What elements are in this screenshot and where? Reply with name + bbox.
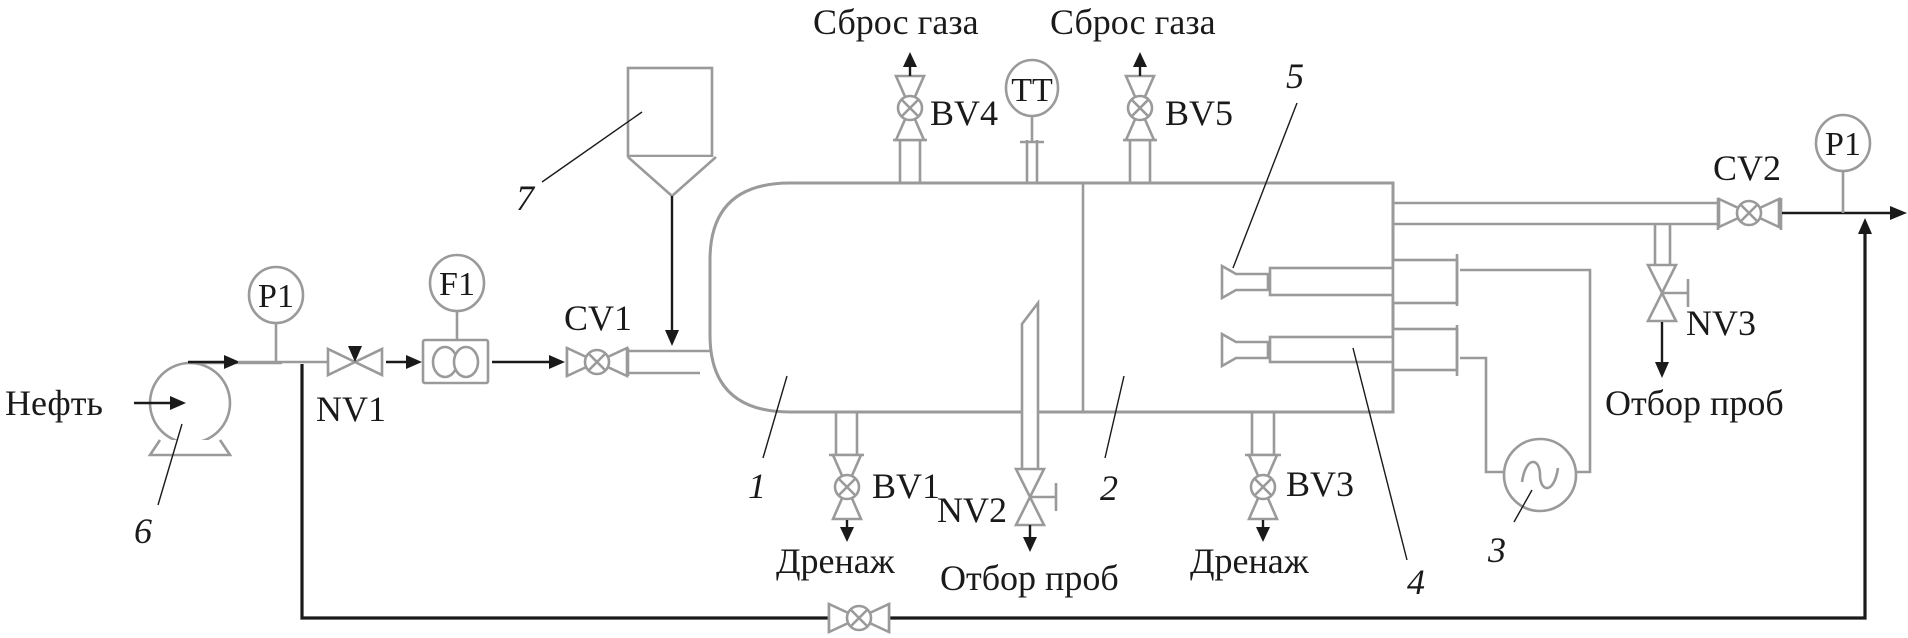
feed-label: Нефть	[5, 383, 103, 423]
valve-bypass[interactable]	[827, 602, 891, 634]
callout-3: 3	[1487, 530, 1506, 570]
sampling-label-2: Отбор проб	[1605, 383, 1784, 423]
outlet-flow-arrow	[1782, 206, 1907, 220]
bv4-label: BV4	[930, 93, 998, 133]
valve-cv2[interactable]	[1716, 197, 1783, 230]
leader-5	[1232, 102, 1298, 269]
flow-arrow-to-flowmeter	[386, 355, 422, 369]
leader-3	[1513, 489, 1533, 523]
sampling-arrow-nv2	[1023, 525, 1037, 552]
flow-arrow-to-cv1	[492, 355, 565, 369]
cv1-label: CV1	[564, 298, 632, 338]
pump	[147, 361, 282, 457]
valve-nv2[interactable]	[1014, 467, 1058, 527]
sampling-dip-tube	[1020, 299, 1040, 470]
sampling-label-1: Отбор проб	[940, 558, 1119, 598]
pressure-gauge-inlet: P1	[247, 265, 305, 362]
drain-arrow-2	[1256, 520, 1270, 542]
leader-1	[762, 375, 788, 459]
bypass-line	[300, 218, 1872, 620]
ultrasonic-generator	[1460, 268, 1592, 513]
bv5-label: BV5	[1165, 93, 1233, 133]
nv3-label: NV3	[1686, 303, 1756, 343]
tt-label: TT	[1011, 72, 1053, 109]
valve-nv1[interactable]	[326, 346, 384, 378]
ultrasonic-emitter-lower	[1220, 331, 1395, 369]
p1-outlet-label: P1	[1825, 126, 1861, 163]
valve-bv3[interactable]	[1245, 412, 1281, 521]
gas-vent-arrow-1	[903, 52, 917, 76]
temperature-transmitter: TT	[1004, 58, 1060, 183]
callout-1: 1	[748, 466, 766, 506]
separator-vessel	[708, 181, 1395, 414]
pressure-gauge-outlet: P1	[1814, 113, 1872, 213]
leader-2	[1104, 375, 1125, 459]
bv1-label: BV1	[872, 466, 940, 506]
leader-7	[541, 111, 643, 183]
valve-bv5[interactable]	[1123, 74, 1157, 183]
callout-4: 4	[1407, 562, 1425, 602]
gas-vent-label-2: Сброс газа	[1050, 2, 1216, 42]
valve-bv1[interactable]	[829, 412, 864, 521]
callout-2: 2	[1100, 468, 1118, 508]
ultrasonic-emitter-upper	[1220, 263, 1395, 301]
sampling-arrow-nv3	[1655, 322, 1669, 378]
valve-nv3[interactable]	[1646, 224, 1690, 323]
drain-arrow-1	[840, 520, 854, 542]
valve-bv4[interactable]	[893, 74, 927, 183]
gas-vent-label-1: Сброс газа	[813, 2, 979, 42]
leader-4	[1352, 347, 1408, 561]
drain-label-1: Дренаж	[776, 541, 896, 581]
callout-5: 5	[1286, 56, 1304, 96]
callout-7: 7	[516, 178, 536, 218]
inlet-pipe	[628, 349, 712, 375]
pump-discharge-arrow	[188, 355, 240, 369]
p1-inlet-label: P1	[258, 278, 294, 315]
callout-6: 6	[134, 511, 152, 551]
feed-arrow	[134, 396, 186, 410]
valve-cv1[interactable]	[565, 346, 630, 378]
nv1-label: NV1	[316, 389, 386, 429]
cv2-label: CV2	[1713, 148, 1781, 188]
flowmeter-f1: F1	[421, 253, 490, 385]
f1-label: F1	[439, 266, 475, 303]
leader-6	[157, 423, 183, 506]
drain-label-2: Дренаж	[1190, 541, 1310, 581]
gas-vent-arrow-2	[1133, 52, 1147, 76]
reagent-hopper	[626, 66, 717, 346]
nv2-label: NV2	[937, 490, 1007, 530]
transducer-housing-upper	[1391, 254, 1459, 306]
bv3-label: BV3	[1286, 464, 1354, 504]
outlet-pipe	[1393, 201, 1717, 226]
transducer-housing-lower	[1391, 325, 1459, 376]
